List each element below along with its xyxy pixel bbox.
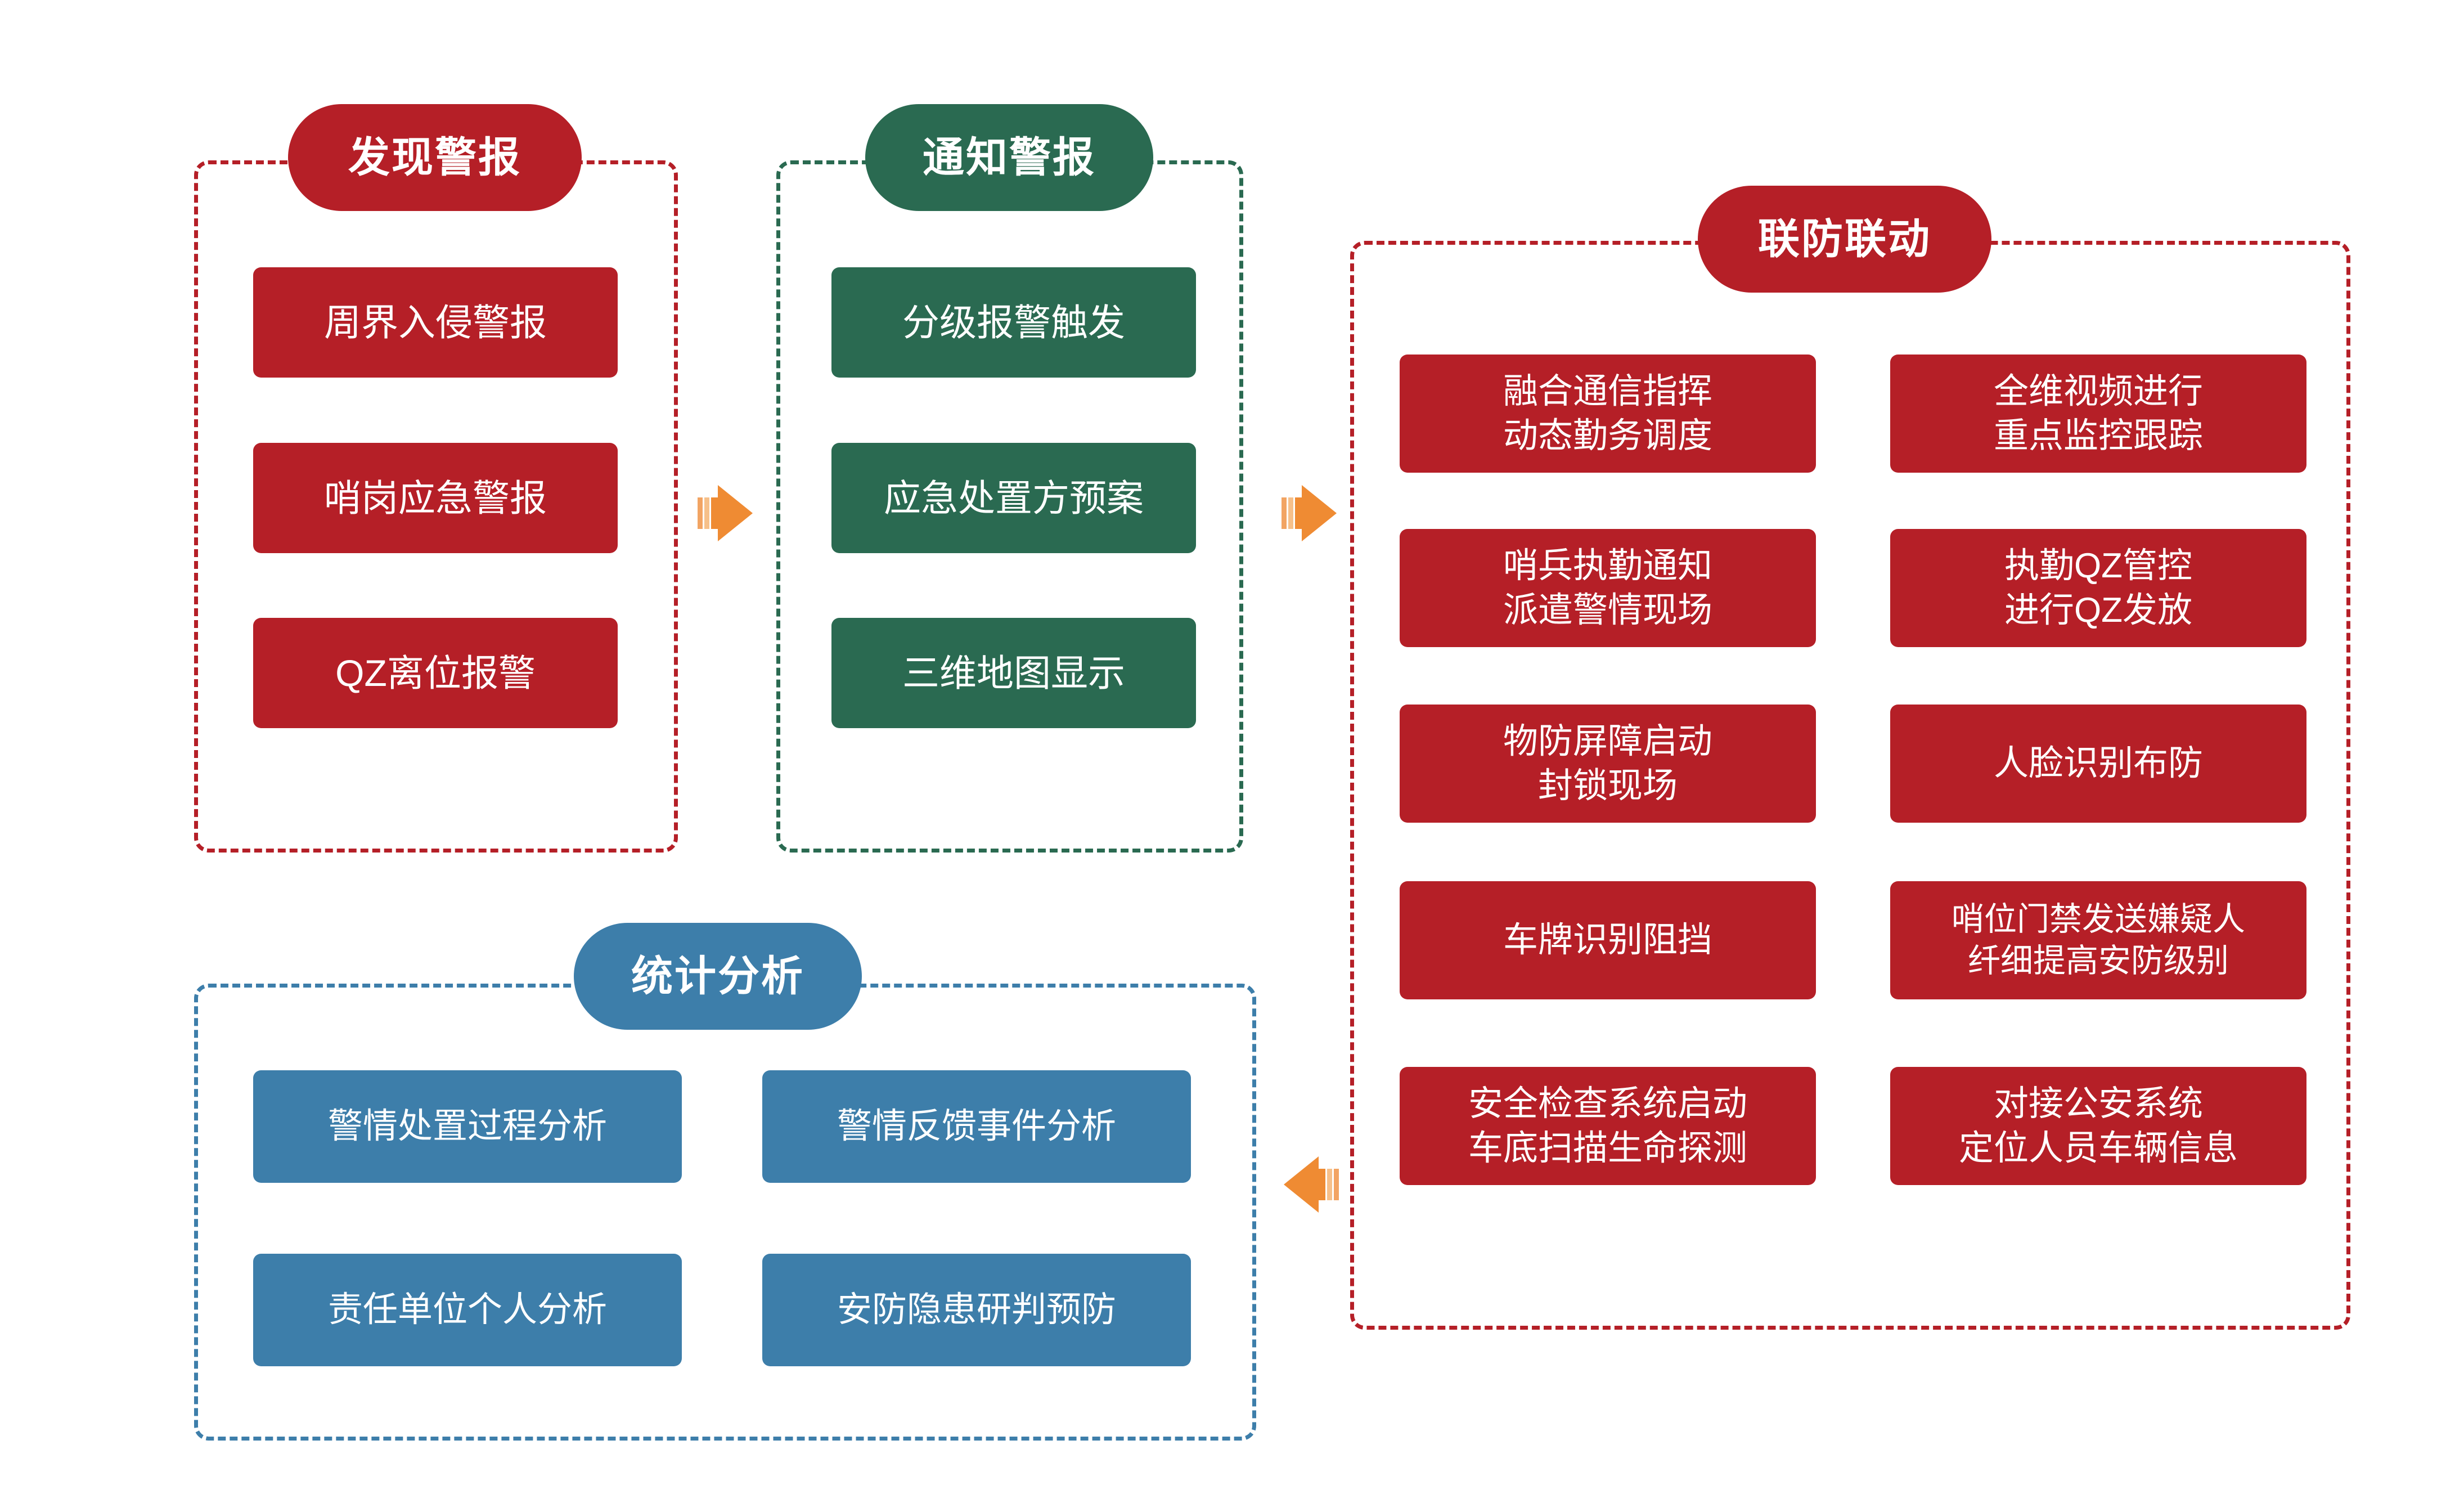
arrow-joint-to-statistics-icon xyxy=(1278,1156,1340,1213)
item-card-plate-recognition-blocking[interactable]: 车牌识别阻挡 xyxy=(1400,881,1816,999)
group-header-label: 通知警报 xyxy=(923,134,1096,181)
item-card-label: 对接公安系统定位人员车辆信息 xyxy=(1958,1084,2238,1168)
item-card-label: 应急处置方预案 xyxy=(884,477,1144,519)
item-card-label: 安全检查系统启动车底扫描生命探测 xyxy=(1468,1084,1747,1168)
item-card-qz-offpost-alarm[interactable]: QZ离位报警 xyxy=(253,618,618,728)
item-card-responsible-unit-person-analysis[interactable]: 责任单位个人分析 xyxy=(253,1254,682,1366)
item-card-label: 哨岗应急警报 xyxy=(324,477,547,519)
item-card-label: 三维地图显示 xyxy=(902,652,1125,694)
item-card-public-security-integration[interactable]: 对接公安系统定位人员车辆信息 xyxy=(1890,1067,2306,1185)
item-card-label: QZ离位报警 xyxy=(335,652,536,694)
item-card-alarm-handling-process-analysis[interactable]: 警情处置过程分析 xyxy=(253,1070,682,1183)
item-card-label: 全维视频进行重点监控跟踪 xyxy=(1993,371,2203,455)
item-card-emergency-plan[interactable]: 应急处置方预案 xyxy=(831,443,1196,553)
item-card-label: 责任单位个人分析 xyxy=(327,1290,607,1330)
item-card-label: 人脸识别布防 xyxy=(1993,744,2203,783)
group-header-discover-alarm[interactable]: 发现警报 xyxy=(288,104,582,211)
group-header-label: 联防联动 xyxy=(1758,216,1931,262)
item-card-duty-qz-control-issue[interactable]: 执勤QZ管控进行QZ发放 xyxy=(1890,529,2306,647)
item-card-label: 分级报警触发 xyxy=(902,301,1125,343)
item-card-label: 执勤QZ管控进行QZ发放 xyxy=(2004,546,2193,630)
item-card-physical-barrier-lockdown[interactable]: 物防屏障启动封锁现场 xyxy=(1400,705,1816,823)
group-frame-statistics-analysis xyxy=(194,984,1256,1441)
group-header-label: 发现警报 xyxy=(348,134,521,181)
item-card-perimeter-intrusion-alarm[interactable]: 周界入侵警报 xyxy=(253,267,618,378)
group-header-label: 统计分析 xyxy=(631,953,804,999)
group-header-notify-alarm[interactable]: 通知警报 xyxy=(865,104,1153,211)
item-card-face-recognition-deployment[interactable]: 人脸识别布防 xyxy=(1890,705,2306,823)
item-card-label: 车牌识别阻挡 xyxy=(1503,921,1712,960)
item-card-graded-alarm-trigger[interactable]: 分级报警触发 xyxy=(831,267,1196,378)
arrow-notify-to-joint-icon xyxy=(1280,485,1342,541)
item-card-3d-map-display[interactable]: 三维地图显示 xyxy=(831,618,1196,728)
item-card-security-inspection-scan[interactable]: 安全检查系统启动车底扫描生命探测 xyxy=(1400,1067,1816,1185)
item-card-label: 融合通信指挥动态勤务调度 xyxy=(1503,371,1712,455)
group-header-statistics-analysis[interactable]: 统计分析 xyxy=(574,923,862,1030)
item-card-label: 哨兵执勤通知派遣警情现场 xyxy=(1503,546,1712,630)
group-header-joint-defense[interactable]: 联防联动 xyxy=(1698,186,1991,293)
item-card-label: 哨位门禁发送嫌疑人纤细提高安防级别 xyxy=(1951,900,2245,979)
item-card-omnidirectional-video-tracking[interactable]: 全维视频进行重点监控跟踪 xyxy=(1890,355,2306,473)
item-card-sentry-emergency-alarm[interactable]: 哨岗应急警报 xyxy=(253,443,618,553)
item-card-label: 警情反馈事件分析 xyxy=(837,1107,1116,1146)
item-card-label: 警情处置过程分析 xyxy=(327,1107,607,1146)
item-card-label: 周界入侵警报 xyxy=(324,301,547,343)
item-card-sentry-duty-dispatch[interactable]: 哨兵执勤通知派遣警情现场 xyxy=(1400,529,1816,647)
item-card-label: 物防屏障启动封锁现场 xyxy=(1503,721,1712,805)
item-card-security-risk-prevention-analysis[interactable]: 安防隐患研判预防 xyxy=(762,1254,1191,1366)
item-card-alarm-feedback-event-analysis[interactable]: 警情反馈事件分析 xyxy=(762,1070,1191,1183)
item-card-label: 安防隐患研判预防 xyxy=(837,1290,1116,1330)
item-card-gate-suspect-alert-upgrade[interactable]: 哨位门禁发送嫌疑人纤细提高安防级别 xyxy=(1890,881,2306,999)
item-card-fused-communication-command[interactable]: 融合通信指挥动态勤务调度 xyxy=(1400,355,1816,473)
arrow-discover-to-notify-icon xyxy=(696,485,758,541)
